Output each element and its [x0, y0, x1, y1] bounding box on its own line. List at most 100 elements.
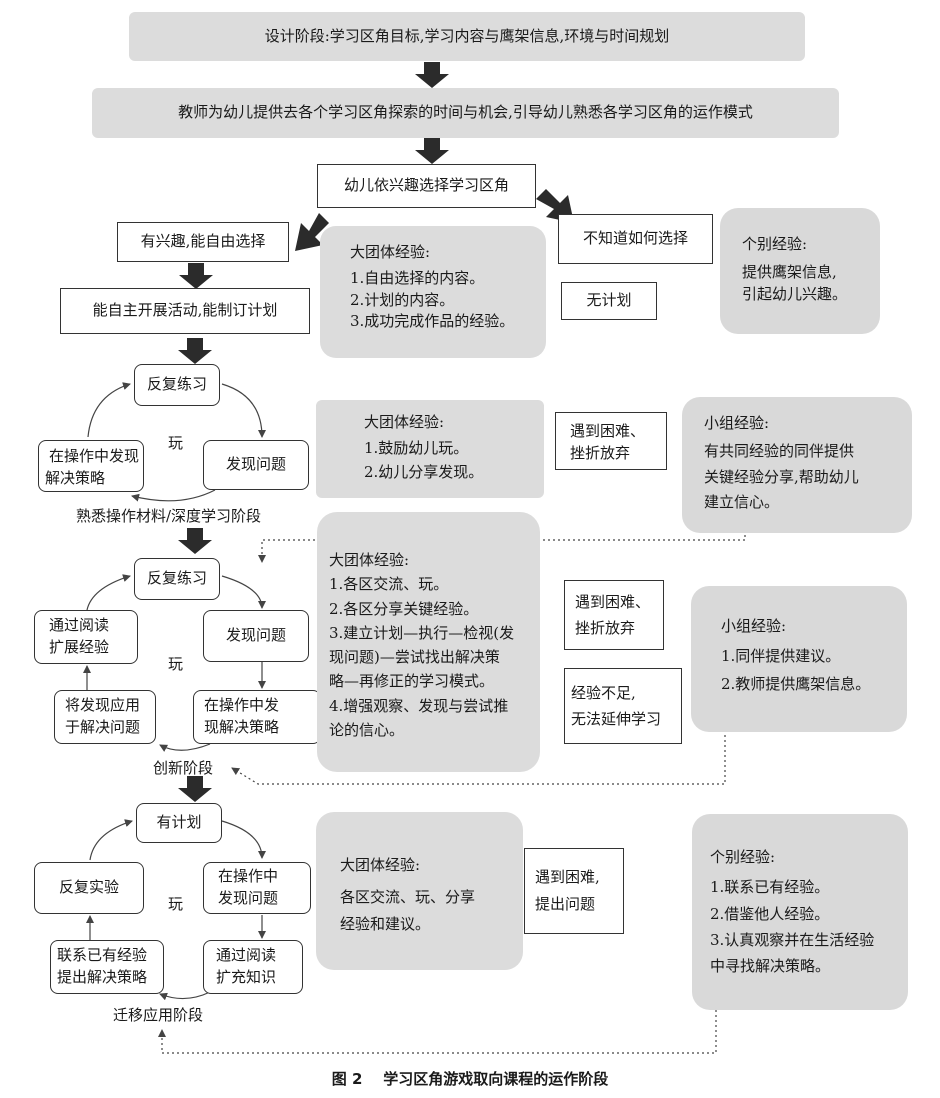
panel-title: 个别经验: [742, 235, 808, 253]
stage3-label: 迁移应用阶段 [113, 1006, 204, 1024]
difficulty-box-3: 遇到困难, 提出问题 [524, 848, 624, 934]
node-label-line: 通过阅读 [216, 946, 277, 965]
block-arrow-down [415, 138, 449, 164]
panel-title: 小组经验: [721, 617, 787, 635]
dotted-feedback-line [158, 1010, 717, 1054]
panel-item: 引起幼儿兴趣。 [742, 284, 848, 303]
cycle1-find-strategy: 在操作中发现 解决策略 [38, 440, 144, 492]
cycle1-repeat-practice: 反复练习 [134, 364, 220, 406]
panel-title: 大团体经验: [350, 243, 431, 261]
block-arrow-left-down [295, 213, 329, 251]
teacher-guidance-box: 教师为幼儿提供去各个学习区角探索的时间与机会,引导幼儿熟悉各学习区角的运作模式 [92, 88, 839, 138]
cycle3-operate-find: 在操作中 发现问题 [203, 862, 311, 914]
panel-item: 提供鹰架信息, [742, 262, 837, 281]
box-line: 挫折放弃 [575, 619, 636, 637]
figure-caption: 图 2 学习区角游戏取向课程的运作阶段 [331, 1070, 609, 1088]
node-label-line: 提出解决策略 [57, 968, 148, 986]
node-label-line: 在操作中发 [204, 696, 280, 715]
node-label-line: 发现问题 [218, 889, 279, 907]
cycle3-repeat-experiment: 反复实验 [34, 862, 144, 914]
cycle-arrow [131, 489, 216, 502]
node-label-line: 在操作中发现 [48, 447, 139, 466]
panel-title: 大团体经验: [340, 856, 421, 874]
node-label-line: 将发现应用 [65, 696, 141, 715]
individual-experience-panel-1: 个别经验: 提供鹰架信息, 引起幼儿兴趣。 [720, 208, 880, 334]
group-experience-panel-4: 大团体经验: 各区交流、玩、分享 经验和建议。 [316, 812, 523, 970]
choose-area-text: 幼儿依兴趣选择学习区角 [343, 176, 509, 195]
block-arrow-down [179, 263, 213, 289]
panel-title: 大团体经验: [364, 413, 445, 431]
panel-item: 2.计划的内容。 [350, 290, 455, 309]
box-line: 经验不足, [571, 683, 636, 702]
cycle2-find-strategy: 在操作中发 现解决策略 [193, 690, 321, 744]
node-label: 反复练习 [146, 375, 207, 394]
panel-item: 1.自由选择的内容。 [350, 268, 485, 287]
panel-item: 1.鼓励幼儿玩。 [364, 438, 469, 457]
panel-title: 大团体经验: [329, 551, 410, 569]
cycle2-find-problem: 发现问题 [203, 610, 309, 662]
cycle1-find-problem: 发现问题 [203, 440, 309, 490]
cycle3-has-plan: 有计划 [136, 803, 222, 843]
node-label: 发现问题 [225, 626, 286, 645]
panel-item: 2.各区分享关键经验。 [329, 599, 479, 618]
panel-item: 现问题)—尝试找出解决策 [329, 648, 500, 667]
cycle2-repeat-practice: 反复练习 [134, 558, 220, 600]
panel-item: 3.建立计划—执行—检视(发 [329, 623, 515, 642]
panel-item: 2.教师提供鹰架信息。 [721, 674, 871, 693]
difficulty-box-2: 遇到困难、 挫折放弃 [564, 580, 664, 650]
group-experience-panel-2: 大团体经验: 1.鼓励幼儿玩。 2.幼儿分享发现。 [316, 400, 544, 498]
block-arrow-down [178, 528, 212, 554]
node-label: 反复实验 [58, 878, 119, 897]
cycle3-connect-strategy: 联系已有经验 提出解决策略 [50, 940, 164, 994]
node-label-line: 解决策略 [45, 469, 106, 487]
panel-item: 1.联系已有经验。 [710, 878, 830, 897]
stage2-label: 创新阶段 [153, 759, 214, 777]
cycle3-center-play: 玩 [168, 895, 184, 913]
node-label: 发现问题 [225, 455, 286, 474]
panel-item: 建立信心。 [704, 493, 780, 512]
panel-item: 2.借鉴他人经验。 [710, 904, 830, 923]
cycle2-center-play: 玩 [168, 655, 184, 673]
small-group-panel-1: 小组经验: 有共同经验的同伴提供 关键经验分享,帮助幼儿 建立信心。 [682, 397, 912, 533]
group-experience-panel-1: 大团体经验: 1.自由选择的内容。 2.计划的内容。 3.成功完成作品的经验。 [320, 226, 546, 358]
no-plan-text: 无计划 [586, 291, 632, 310]
box-line: 挫折放弃 [570, 444, 631, 462]
node-label-line: 在操作中 [218, 867, 279, 886]
cycle-arrow [159, 743, 211, 752]
panel-item: 1.同伴提供建议。 [721, 646, 841, 665]
cycle-arrow [87, 382, 131, 438]
box-line: 无法延伸学习 [571, 710, 662, 728]
difficulty-box-1: 遇到困难、 挫折放弃 [555, 412, 667, 470]
node-label-line: 扩充知识 [216, 968, 277, 986]
panel-item: 经验和建议。 [340, 914, 431, 933]
node-label-line: 联系已有经验 [57, 946, 148, 965]
cycle-arrow [159, 991, 211, 1001]
choose-area-box: 幼儿依兴趣选择学习区角 [317, 164, 536, 208]
panel-item: 4.增强观察、发现与尝试推 [329, 696, 509, 715]
panel-title: 个别经验: [710, 848, 776, 866]
design-phase-box: 设计阶段:学习区角目标,学习内容与鹰架信息,环境与时间规划 [129, 12, 805, 61]
interested-text: 有兴趣,能自由选择 [140, 232, 266, 251]
panel-item: 关键经验分享,帮助幼儿 [704, 467, 859, 486]
cycle-arrow [221, 575, 266, 609]
panel-item: 中寻找解决策略。 [710, 957, 831, 975]
dotted-feedback-line [231, 730, 726, 785]
cycle-arrow [221, 383, 266, 438]
insufficient-box: 经验不足, 无法延伸学习 [564, 668, 682, 744]
panel-item: 各区交流、玩、分享 [340, 888, 476, 907]
small-group-panel-2: 小组经验: 1.同伴提供建议。 2.教师提供鹰架信息。 [691, 586, 907, 732]
self-plan-box: 能自主开展活动,能制订计划 [60, 288, 310, 334]
cycle2-apply-solution: 将发现应用 于解决问题 [54, 690, 156, 744]
panel-item: 1.各区交流、玩。 [329, 575, 449, 594]
node-label: 反复练习 [146, 569, 207, 588]
node-label-line: 于解决问题 [65, 718, 141, 736]
individual-experience-panel-2: 个别经验: 1.联系已有经验。 2.借鉴他人经验。 3.认真观察并在生活经验 中… [692, 814, 908, 1010]
panel-item: 略—再修正的学习模式。 [329, 672, 495, 691]
cycle-arrow [221, 820, 266, 859]
block-arrow-down [415, 62, 449, 88]
unsure-text: 不知道如何选择 [582, 229, 688, 248]
stage1-label: 熟悉操作材料/深度学习阶段 [76, 507, 262, 525]
no-plan-box: 无计划 [561, 282, 657, 320]
group-experience-panel-3: 大团体经验: 1.各区交流、玩。 2.各区分享关键经验。 3.建立计划—执行—检… [317, 512, 540, 772]
cycle-arrow [89, 819, 133, 861]
